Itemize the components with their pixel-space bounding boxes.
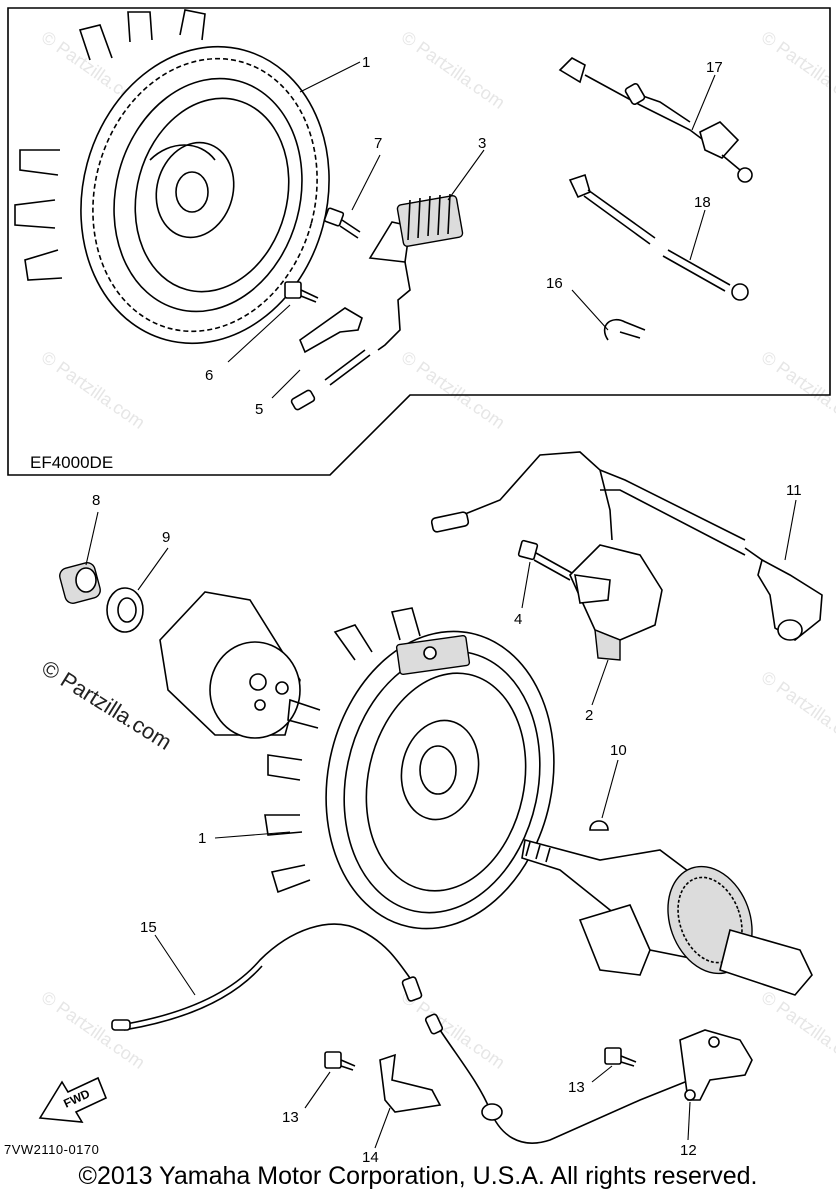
bottom-bolt-right <box>604 1047 637 1067</box>
callout-inset-bracket: 5 <box>255 401 263 418</box>
lead-wire <box>568 173 749 301</box>
watermark-tile: © Partzilla.com <box>398 347 509 433</box>
callout-collar: 8 <box>92 492 100 509</box>
inset-flywheel <box>14 9 330 345</box>
ignition-coil <box>430 451 746 661</box>
charge-coil <box>368 193 464 351</box>
watermark-tile: © Partzilla.com <box>758 667 836 753</box>
callout-clamp: 16 <box>546 275 563 292</box>
wire-harness <box>558 57 753 183</box>
callout-spark-plug-cap: 11 <box>786 482 802 499</box>
main-flywheel <box>264 607 555 930</box>
bottom-lead-wire <box>111 923 423 1031</box>
callout-coil-bolt: 4 <box>514 611 522 628</box>
callout-bottom-lead: 15 <box>140 919 157 936</box>
bottom-bracket <box>379 1053 442 1113</box>
woodruff-key <box>589 820 609 831</box>
washer <box>106 587 144 633</box>
callout-charge-coil: 3 <box>478 135 486 152</box>
copyright-notice: ©2013 Yamaha Motor Corporation, U.S.A. A… <box>78 1162 758 1190</box>
collar <box>59 562 101 604</box>
bottom-bolt-left <box>324 1051 356 1071</box>
callout-bottom-bolt-right: 13 <box>568 1079 585 1096</box>
spark-plug-cap <box>744 547 823 641</box>
callout-sensor: 12 <box>680 1142 697 1159</box>
watermark-tile: © Partzilla.com <box>38 347 149 433</box>
callout-main-flywheel: 1 <box>198 830 206 847</box>
fwd-arrow-icon: FWD <box>38 1076 108 1123</box>
sensor-assembly <box>424 1013 753 1144</box>
reference-code: 7VW2110-0170 <box>4 1142 100 1157</box>
inset-small-bolt <box>284 281 319 303</box>
callout-bottom-bracket: 14 <box>362 1149 379 1166</box>
callout-inset-bolt: 7 <box>374 135 382 152</box>
crankshaft <box>521 839 813 996</box>
callout-lead-wire: 18 <box>694 194 711 211</box>
coil-bolt <box>517 539 573 581</box>
callout-ignition-coil: 2 <box>585 707 593 724</box>
inset-bolt <box>323 207 361 239</box>
clamp <box>603 318 646 341</box>
watermark-tile: © Partzilla.com <box>758 987 836 1073</box>
callout-bottom-bolt-left: 13 <box>282 1109 299 1126</box>
watermark-tile: © Partzilla.com <box>38 987 149 1073</box>
watermark-side: © Partzilla.com <box>37 655 176 755</box>
callout-key: 10 <box>610 742 627 759</box>
watermark-tile: © Partzilla.com <box>758 27 836 113</box>
inset-border <box>7 7 831 476</box>
callout-inset-flywheel: 1 <box>362 54 370 71</box>
rotor-hub <box>159 591 301 739</box>
callout-inset-small-bolt: 6 <box>205 367 213 384</box>
inset-model-label: EF4000DE <box>30 453 113 472</box>
callout-washer: 9 <box>162 529 170 546</box>
watermark-tile: © Partzilla.com <box>398 27 509 113</box>
inset-bracket <box>290 307 371 411</box>
callout-wire-harness: 17 <box>706 59 723 76</box>
watermark-tile: © Partzilla.com <box>758 347 836 433</box>
